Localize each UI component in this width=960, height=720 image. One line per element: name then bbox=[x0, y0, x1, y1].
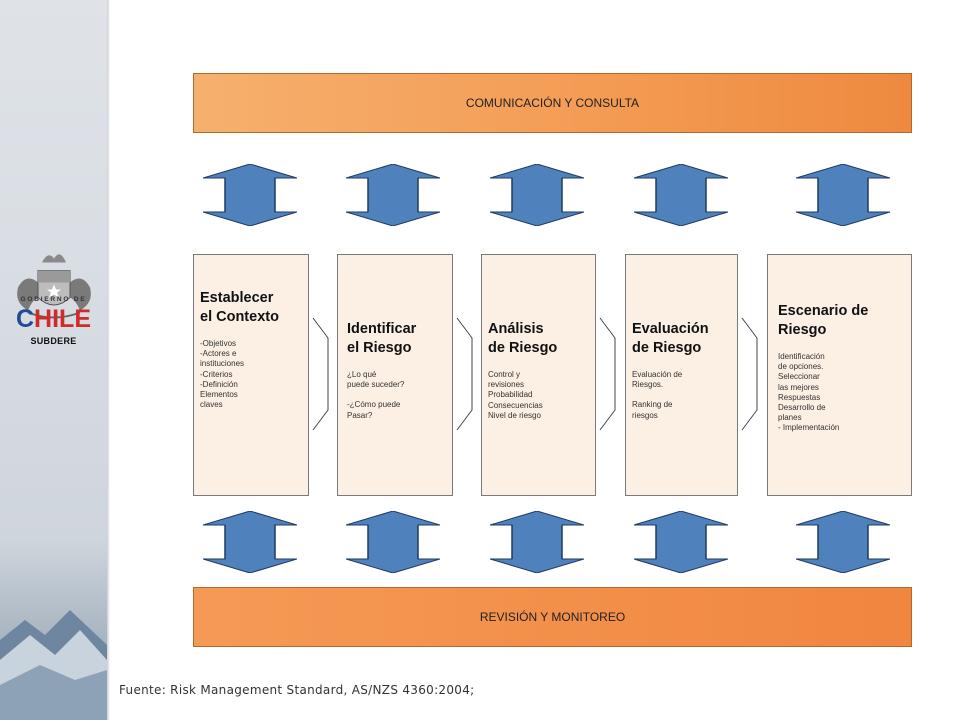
stage-title-line1: Análisis bbox=[488, 321, 544, 337]
stage-items: Evaluación de Riesgos. Ranking de riesgo… bbox=[632, 370, 731, 421]
subdere-label: SUBDERE bbox=[30, 336, 77, 346]
stage-item: Pasar? bbox=[347, 410, 373, 420]
stage-items: Control y revisiones Probabilidad Consec… bbox=[488, 370, 589, 421]
stage-item: instituciones bbox=[200, 359, 245, 369]
sidebar bbox=[0, 0, 107, 720]
stage-title: Análisis de Riesgo bbox=[488, 320, 589, 358]
chevron-right-icon bbox=[599, 314, 617, 434]
stage-item: ¿Lo qué bbox=[347, 370, 377, 379]
double-arrow-vertical-icon bbox=[796, 164, 890, 226]
chevron-right-icon bbox=[456, 314, 474, 434]
stage-item: puede suceder? bbox=[347, 380, 405, 390]
stage-title-line2: Riesgo bbox=[778, 322, 827, 338]
stage-item: Riesgos. bbox=[632, 380, 664, 390]
chevron-right-icon bbox=[741, 314, 759, 434]
stage-title-line2: el Contexto bbox=[200, 309, 279, 325]
stage-item: Seleccionar bbox=[778, 372, 820, 382]
stage-item: Nivel de riesgo bbox=[488, 410, 541, 420]
chile-logo-letter-c: C bbox=[15, 305, 35, 333]
stage-title-line1: Escenario de bbox=[778, 303, 869, 319]
double-arrow-vertical-icon bbox=[346, 164, 440, 226]
stage-escenario-riesgo: Escenario de Riesgo Identificación de op… bbox=[767, 254, 912, 496]
stage-item: Ranking de bbox=[632, 400, 673, 410]
double-arrow-vertical-icon bbox=[490, 511, 584, 573]
stage-items: -Objetivos -Actores e instituciones -Cri… bbox=[200, 339, 302, 410]
stage-item: Probabilidad bbox=[488, 390, 533, 400]
double-arrow-vertical-icon bbox=[634, 511, 728, 573]
stage-title: Establecer el Contexto bbox=[200, 289, 302, 327]
stage-item: Identificación bbox=[778, 352, 825, 361]
stage-item: Respuestas bbox=[778, 392, 821, 402]
stage-item: Desarrollo de bbox=[778, 403, 826, 413]
stage-identificar-riesgo: Identificar el Riesgo ¿Lo qué puede suce… bbox=[337, 254, 453, 496]
chile-logo-text: CHILE bbox=[0, 305, 107, 334]
double-arrow-vertical-icon bbox=[796, 511, 890, 573]
stage-item: revisiones bbox=[488, 380, 525, 390]
stage-item: de opciones. bbox=[778, 362, 824, 372]
chile-logo-letters: HILE bbox=[34, 305, 91, 333]
sidebar-divider bbox=[107, 0, 110, 720]
stage-item: Evaluación de bbox=[632, 370, 683, 379]
stage-title-line2: de Riesgo bbox=[488, 340, 558, 356]
stage-items: ¿Lo qué puede suceder? -¿Cómo puede Pasa… bbox=[347, 370, 446, 421]
double-arrow-vertical-icon bbox=[346, 511, 440, 573]
stage-title: Identificar el Riesgo bbox=[347, 320, 446, 358]
review-monitoring-band: REVISIÓN Y MONITOREO bbox=[193, 587, 912, 647]
stage-item bbox=[632, 390, 731, 400]
stage-item: -¿Cómo puede bbox=[347, 400, 401, 410]
chile-coat-of-arms-icon bbox=[17, 254, 91, 319]
review-monitoring-band-label: REVISIÓN Y MONITOREO bbox=[479, 610, 626, 624]
stage-title-line2: el Riesgo bbox=[347, 340, 412, 356]
chile-logo-word: CHILE bbox=[16, 305, 91, 333]
stage-item: Control y bbox=[488, 370, 521, 379]
double-arrow-vertical-icon bbox=[203, 164, 297, 226]
mountain-background bbox=[0, 610, 107, 720]
double-arrow-vertical-icon bbox=[634, 164, 728, 226]
stage-establecer-contexto: Establecer el Contexto -Objetivos -Actor… bbox=[193, 254, 309, 496]
stage-title-line1: Identificar bbox=[347, 321, 417, 337]
stage-item: planes bbox=[778, 413, 802, 423]
stage-title: Evaluación de Riesgo bbox=[632, 320, 731, 358]
communication-band: COMUNICACIÓN Y CONSULTA bbox=[193, 73, 912, 133]
stage-items: Identificación de opciones. Seleccionar … bbox=[778, 352, 905, 434]
stage-title-line1: Establecer bbox=[200, 290, 274, 306]
stage-title-line1: Evaluación bbox=[632, 321, 709, 337]
stage-item: Elementos bbox=[200, 390, 238, 400]
stage-item bbox=[347, 390, 446, 400]
stage-item: -Criterios bbox=[200, 369, 233, 379]
double-arrow-vertical-icon bbox=[490, 164, 584, 226]
stage-item: -Objetivos bbox=[200, 339, 237, 348]
stage-item: - Implementación bbox=[778, 423, 840, 433]
communication-band-label: COMUNICACIÓN Y CONSULTA bbox=[465, 96, 640, 110]
stage-item: -Definición bbox=[200, 379, 238, 389]
stage-title: Escenario de Riesgo bbox=[778, 302, 905, 340]
gobierno-de-label: GOBIERNO DE bbox=[20, 296, 87, 303]
stage-item: -Actores e bbox=[200, 349, 237, 359]
stage-item: claves bbox=[200, 400, 223, 410]
stage-title-line2: de Riesgo bbox=[632, 340, 702, 356]
stage-item: Consecuencias bbox=[488, 400, 543, 410]
double-arrow-vertical-icon bbox=[203, 511, 297, 573]
chevron-right-icon bbox=[312, 314, 330, 434]
stage-item: riesgos bbox=[632, 410, 658, 420]
stage-evaluacion-riesgo: Evaluación de Riesgo Evaluación de Riesg… bbox=[625, 254, 738, 496]
source-citation: Fuente: Risk Management Standard, AS/NZS… bbox=[119, 683, 475, 697]
stage-analisis-riesgo: Análisis de Riesgo Control y revisiones … bbox=[481, 254, 596, 496]
stage-item: las mejores bbox=[778, 382, 819, 392]
